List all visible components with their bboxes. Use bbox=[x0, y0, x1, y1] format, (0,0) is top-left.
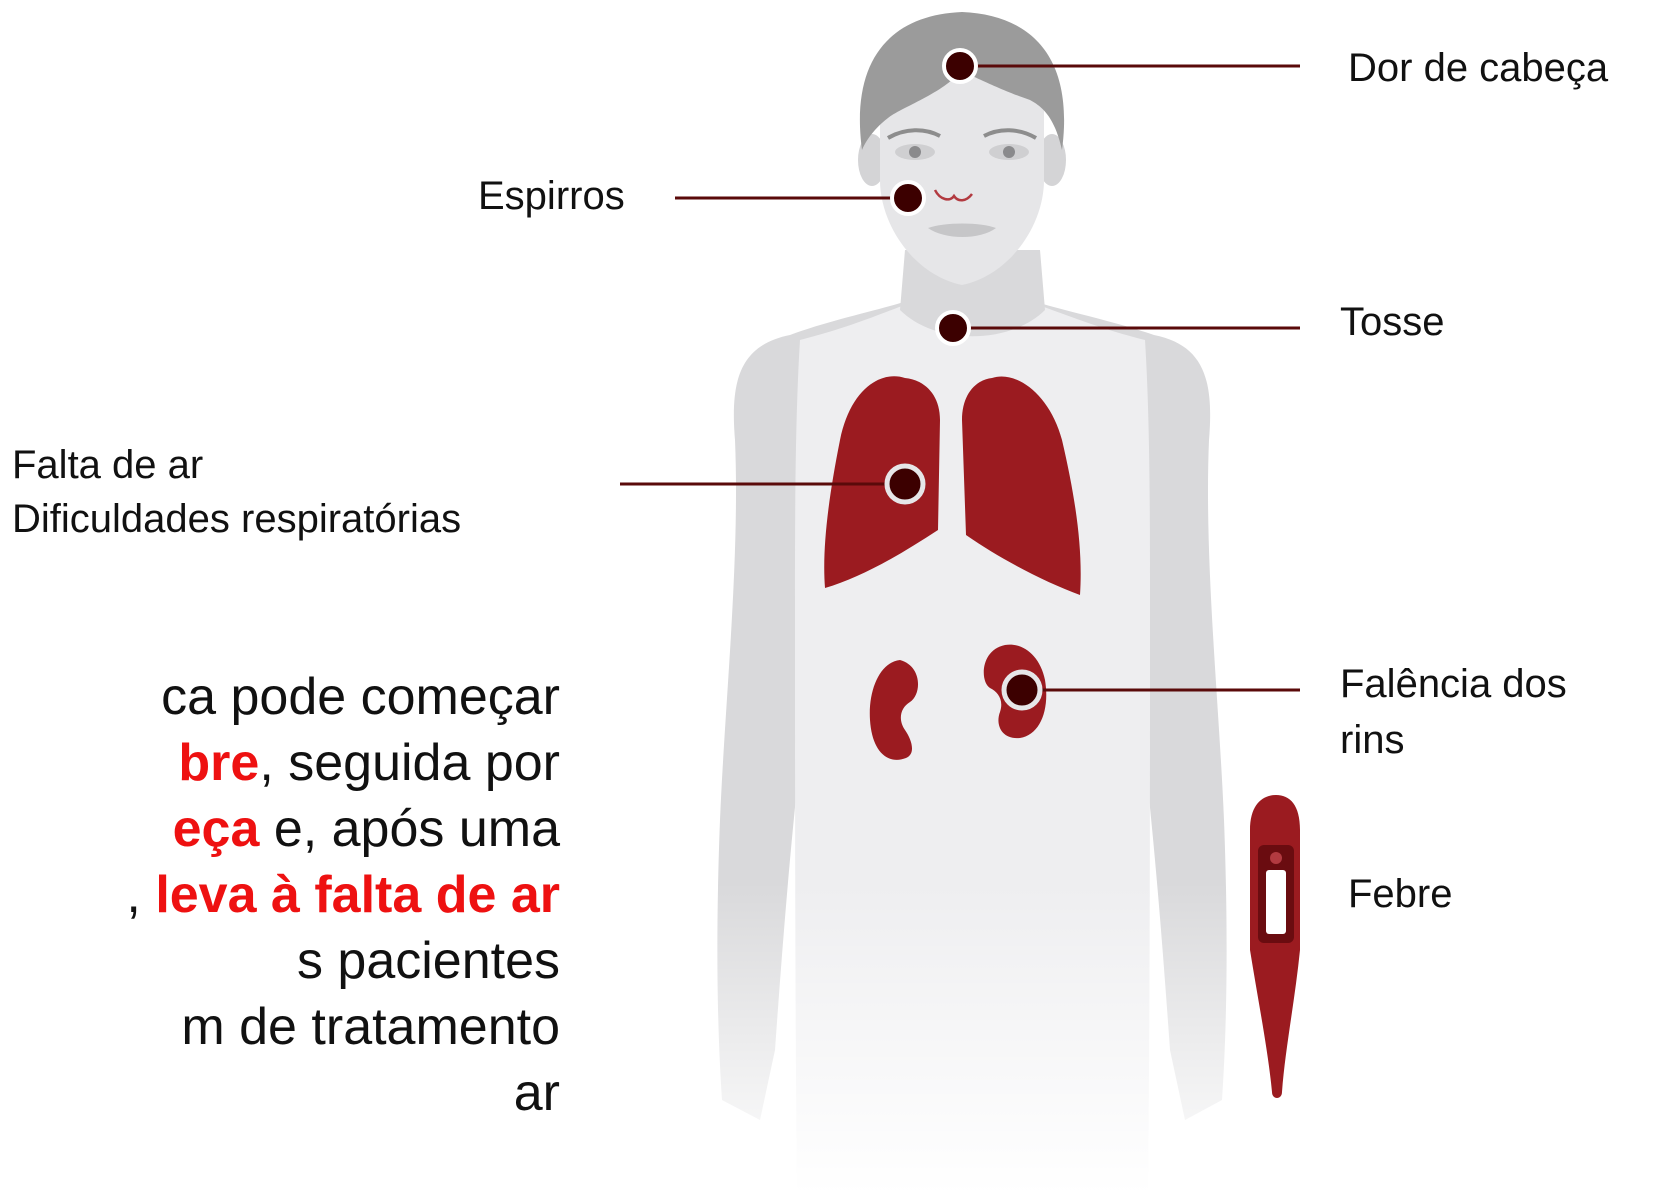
kidney-label-line2: rins bbox=[1340, 718, 1405, 762]
description-line-4-pre: , bbox=[126, 866, 156, 924]
description-line-3-rest: e, após uma bbox=[259, 800, 560, 858]
cough-label: Tosse bbox=[1340, 300, 1445, 344]
description-line-3: eça e, após uma bbox=[0, 796, 560, 862]
lungs-icon bbox=[824, 376, 1081, 595]
cough-marker bbox=[935, 310, 971, 346]
shortness-of-breath-label: Falta de ar Dificuldades respiratórias bbox=[12, 438, 461, 546]
description-line-5: s pacientes bbox=[296, 932, 560, 990]
connector-lines bbox=[620, 64, 1300, 692]
description-line-2-rest: , seguida por bbox=[259, 734, 560, 792]
description-line-4: , leva à falta de ar bbox=[0, 862, 560, 928]
highlight-breath: leva à falta de ar bbox=[155, 866, 560, 924]
fever-label: Febre bbox=[1348, 872, 1453, 916]
kidney-marker bbox=[1001, 669, 1043, 711]
description-line-7: ar bbox=[513, 1064, 560, 1122]
sneezing-label: Espirros bbox=[478, 174, 625, 218]
description-line-2: bre, seguida por bbox=[0, 730, 560, 796]
description-line-1: ca pode começar bbox=[161, 668, 560, 726]
highlight-headache: eça bbox=[172, 800, 260, 858]
breath-label-line2: Dificuldades respiratórias bbox=[12, 497, 462, 541]
breath-marker bbox=[884, 463, 926, 505]
thermometer-icon bbox=[1250, 795, 1300, 1098]
sneeze-marker bbox=[890, 180, 926, 216]
kidney-failure-label: Falência dos rins bbox=[1340, 656, 1567, 768]
highlight-fever: bre bbox=[178, 734, 260, 792]
markers bbox=[884, 48, 1043, 711]
headache-marker bbox=[942, 48, 978, 84]
description-line-6: m de tratamento bbox=[181, 998, 560, 1056]
breath-label-line1: Falta de ar bbox=[12, 443, 204, 487]
human-figure bbox=[650, 12, 1270, 1195]
headache-label: Dor de cabeça bbox=[1348, 46, 1609, 90]
description-paragraph: ca pode começar bre, seguida por eça e, … bbox=[0, 664, 560, 1126]
kidney-label-line1: Falência dos bbox=[1340, 662, 1567, 706]
